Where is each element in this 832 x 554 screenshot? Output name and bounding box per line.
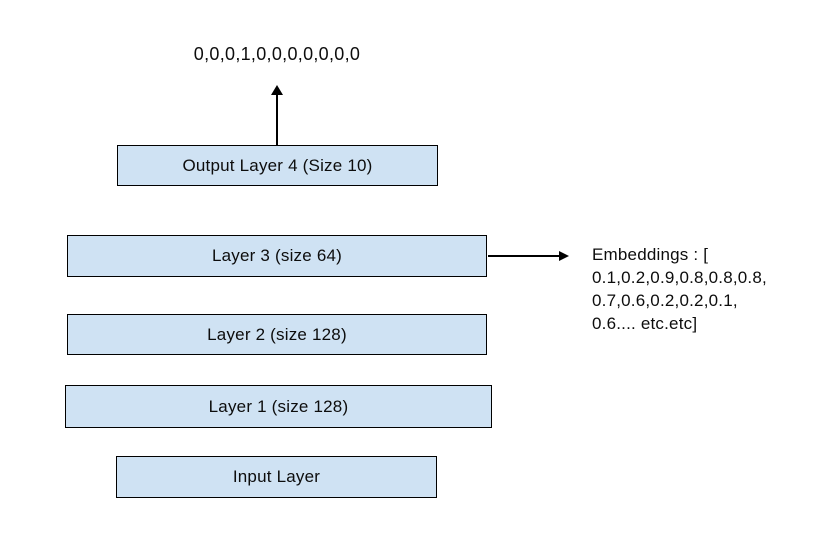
node-output-layer: Output Layer 4 (Size 10) [117, 145, 438, 186]
node-layer-2: Layer 2 (size 128) [67, 314, 487, 355]
node-layer-3: Layer 3 (size 64) [67, 235, 487, 277]
arrow-up-head-icon [271, 85, 283, 95]
embeddings-line-1: Embeddings : [ [592, 245, 709, 264]
arrow-right-head-icon [559, 251, 569, 261]
arrow-up-line [276, 93, 278, 146]
embeddings-line-4: 0.6.... etc.etc] [592, 314, 698, 333]
embeddings-annotation: Embeddings : [ 0.1,0.2,0.9,0.8,0.8,0.8, … [592, 243, 767, 335]
node-layer-1-label: Layer 1 (size 128) [208, 396, 349, 416]
node-input-layer: Input Layer [116, 456, 437, 498]
arrow-right-line [488, 255, 561, 257]
embeddings-line-3: 0.7,0.6,0.2,0.2,0.1, [592, 291, 738, 310]
node-layer-2-label: Layer 2 (size 128) [207, 324, 347, 344]
node-input-layer-label: Input Layer [232, 467, 321, 486]
output-vector-label: 0,0,0,1,0,0,0,0,0,0,0 [193, 44, 361, 64]
node-output-layer-label: Output Layer 4 (Size 10) [182, 155, 373, 175]
node-layer-3-label: Layer 3 (size 64) [211, 246, 342, 265]
embeddings-line-2: 0.1,0.2,0.9,0.8,0.8,0.8, [592, 268, 767, 287]
node-layer-1: Layer 1 (size 128) [65, 385, 492, 428]
